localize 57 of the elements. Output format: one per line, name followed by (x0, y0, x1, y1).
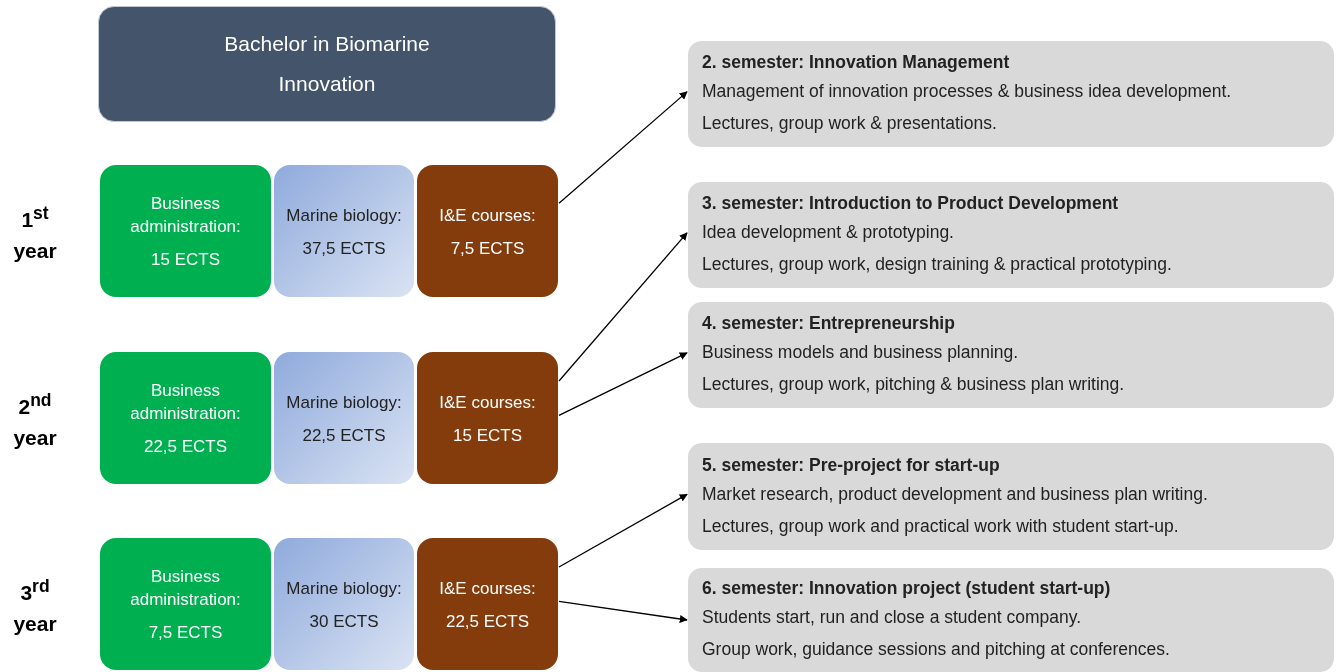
semester-heading: 5. semester: Pre-project for start-up (702, 453, 1000, 477)
subject-label: Marine biology: (286, 204, 402, 227)
ects-box (417, 165, 558, 297)
ects-box (100, 165, 271, 297)
semester-box (688, 302, 1334, 408)
ects-box (417, 352, 558, 484)
arrow (558, 232, 688, 382)
year-label: 3$^{rd}$ year (12, 575, 58, 637)
subject-label: I&E courses: (439, 204, 536, 227)
subject-label: Business administration: (129, 380, 242, 425)
subject-label: Business administration: (129, 193, 242, 238)
subject-label: Marine biology: (286, 391, 402, 414)
semester-description: Group work, guidance sessions and pitching at conferences. (702, 638, 1170, 661)
year-label: 1$^{st}$ year (12, 202, 58, 264)
subject-label: I&E courses: (439, 577, 536, 600)
ects-value: 22,5 ECTS (302, 425, 386, 446)
ects-value: 22,5 ECTS (143, 437, 228, 457)
semester-box (688, 443, 1334, 550)
subject-label: I&E courses: (439, 391, 536, 414)
semester-box (688, 41, 1334, 147)
ects-box (274, 165, 414, 297)
arrow (558, 352, 688, 416)
semester-description: Lectures, group work, design training & practical prototyping. (702, 253, 1172, 276)
arrow (558, 600, 688, 623)
arrow (558, 91, 688, 204)
ects-value: 15 ECTS (453, 425, 522, 446)
semester-heading: 4. semester: Entrepreneurship (702, 312, 955, 335)
ects-box (100, 538, 271, 670)
ects-value: 37,5 ECTS (302, 238, 386, 259)
ects-box (100, 352, 271, 484)
title-text: Bachelor in Biomarine Innovation (223, 31, 431, 97)
semester-box (688, 182, 1334, 288)
ects-box (274, 538, 414, 670)
subject-label: Marine biology: (286, 577, 402, 600)
arrow (558, 493, 688, 568)
semester-description: Business models and business planning. (702, 341, 1019, 364)
semester-heading: 2. semester: Innovation Management (702, 51, 1010, 74)
semester-description: Lectures, group work and practical work with student start-up. (702, 514, 1179, 538)
ects-value: 15 ECTS (151, 250, 220, 270)
ects-value: 30 ECTS (309, 611, 379, 632)
ects-box (417, 538, 558, 670)
semester-box (688, 568, 1334, 672)
ects-value: 7,5 ECTS (148, 623, 223, 643)
ects-box (274, 352, 414, 484)
subject-label: Business administration: (129, 566, 242, 611)
semester-heading: 6. semester: Innovation project (student start-up) (702, 577, 1111, 600)
ects-value: 7,5 ECTS (450, 238, 525, 259)
semester-description: Lectures, group work, pitching & business plan writing. (702, 373, 1125, 396)
semester-description: Students start, run and close a student company. (702, 606, 1082, 629)
ects-value: 22,5 ECTS (445, 611, 530, 632)
semester-description: Management of innovation processes & business idea development. (702, 80, 1232, 103)
semester-description: Lectures, group work & presentations. (702, 112, 997, 135)
semester-description: Market research, product development and business plan writing. (702, 482, 1208, 506)
semester-description: Idea development & prototyping. (702, 221, 954, 244)
semester-heading: 3. semester: Introduction to Product Development (702, 192, 1119, 215)
year-label: 2$^{nd}$ year (12, 389, 58, 451)
title-box (98, 6, 556, 122)
